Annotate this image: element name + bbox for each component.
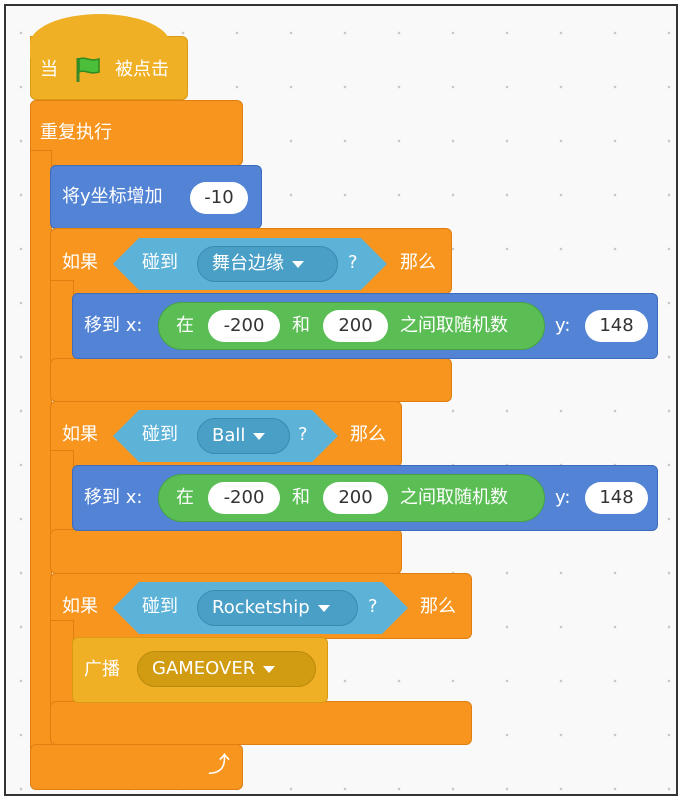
touching-target-value: Ball	[212, 425, 246, 446]
random-from-input-1[interactable]: -200	[208, 310, 280, 342]
question-mark: ?	[348, 252, 358, 273]
loop-arrow-icon: ⤴	[208, 753, 231, 778]
if-label: 如果	[62, 424, 98, 445]
green-flag-icon	[76, 57, 100, 82]
question-mark: ?	[298, 424, 308, 445]
then-label: 那么	[420, 596, 456, 617]
touching-label: 碰到	[142, 596, 178, 617]
random-label: 之间取随机数	[400, 487, 508, 508]
forever-block[interactable]	[30, 100, 243, 166]
hat-when-label: 当	[40, 59, 58, 80]
if-bottom-1	[50, 358, 452, 402]
goto-y-input-2[interactable]: 148	[585, 482, 648, 514]
random-and-label: 和	[292, 315, 310, 336]
random-in-label: 在	[176, 315, 194, 336]
broadcast-message-dropdown[interactable]: GAMEOVER	[137, 651, 316, 687]
touching-target-value: Rocketship	[212, 597, 310, 618]
random-in-label: 在	[176, 487, 194, 508]
touching-target-dropdown-3[interactable]: Rocketship	[197, 590, 358, 626]
dropdown-arrow-icon	[263, 665, 276, 673]
forever-arm	[30, 150, 52, 770]
broadcast-label: 广播	[84, 659, 120, 680]
goto-y-input-1[interactable]: 148	[585, 310, 648, 342]
random-and-label: 和	[292, 487, 310, 508]
if-bottom-2	[50, 529, 402, 574]
dropdown-arrow-icon	[317, 604, 330, 612]
if-label: 如果	[62, 596, 98, 617]
hat-cap	[30, 14, 170, 58]
y-label: y:	[555, 315, 571, 336]
broadcast-message-value: GAMEOVER	[152, 658, 256, 679]
touching-target-value: 舞台边缘	[212, 253, 284, 274]
y-label: y:	[555, 487, 571, 508]
random-to-input-1[interactable]: 200	[323, 310, 388, 342]
then-label: 那么	[400, 252, 436, 273]
goto-label: 移到 x:	[84, 487, 143, 508]
forever-label: 重复执行	[40, 122, 112, 143]
random-label: 之间取随机数	[400, 315, 508, 336]
hat-clicked-label: 被点击	[115, 59, 169, 80]
random-from-input-2[interactable]: -200	[208, 482, 280, 514]
touching-label: 碰到	[142, 424, 178, 445]
if-label: 如果	[62, 252, 98, 273]
touching-label: 碰到	[142, 252, 178, 273]
then-label: 那么	[350, 424, 386, 445]
if-bottom-3	[50, 701, 472, 745]
dropdown-arrow-icon	[292, 260, 304, 268]
random-to-input-2[interactable]: 200	[323, 482, 388, 514]
forever-bottom	[30, 744, 243, 790]
goto-label: 移到 x:	[84, 315, 143, 336]
dropdown-arrow-icon	[253, 432, 266, 440]
change-y-label: 将y坐标增加	[62, 186, 163, 207]
touching-target-dropdown-1[interactable]: 舞台边缘	[197, 246, 338, 282]
change-y-input[interactable]: -10	[190, 182, 248, 214]
question-mark: ?	[368, 596, 378, 617]
touching-target-dropdown-2[interactable]: Ball	[197, 418, 290, 454]
